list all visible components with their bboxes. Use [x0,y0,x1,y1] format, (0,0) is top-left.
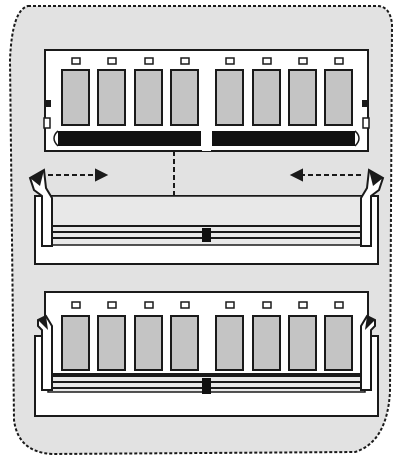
top-chip-pad-8 [334,57,344,65]
top-chip-7 [288,69,317,126]
top-chip-2 [97,69,126,126]
clip-left-tab [30,170,44,186]
top-chip-pad-4 [180,57,190,65]
arrow-right-clip-head [289,168,303,182]
seated-chip-pad-6 [262,301,272,309]
top-chip-pad-7 [298,57,308,65]
contact-end-left [53,130,59,147]
contact-strip-right [212,131,355,146]
seated-chip-pad-2 [107,301,117,309]
top-chip-5 [215,69,244,126]
slot-key [202,228,211,242]
clip-left-open [28,168,53,247]
top-chip-pad-5 [225,57,235,65]
top-chip-pad-3 [144,57,154,65]
seated-chip-pad-5 [225,301,235,309]
clip-right-locked-tab [365,316,375,330]
seated-chip-6 [252,315,281,371]
seated-chip-pad-3 [144,301,154,309]
key-notch [202,140,211,151]
clip-right-locked [360,314,376,391]
module-pcb-seated [44,291,369,375]
top-chip-6 [252,69,281,126]
top-chip-pad-1 [71,57,81,65]
module-side-notch-left [44,100,51,107]
clip-left-locked [37,314,53,391]
seated-chip-3 [134,315,163,371]
seated-chip-4 [170,315,199,371]
top-chip-8 [324,69,353,126]
arrow-left-clip-head [95,168,109,182]
seated-chip-2 [97,315,126,371]
seated-chip-7 [288,315,317,371]
dimm-slot-open [28,168,385,265]
seated-chip-pad-8 [334,301,344,309]
clip-right-tab [369,170,383,186]
seated-chip-5 [215,315,244,371]
seated-chip-8 [324,315,353,371]
top-chip-4 [170,69,199,126]
contact-end-right [354,130,360,147]
seated-chip-pad-1 [71,301,81,309]
locked-clips [37,314,376,391]
top-chip-1 [61,69,90,126]
top-chip-3 [134,69,163,126]
seated-chip-1 [61,315,90,371]
top-chip-pad-6 [262,57,272,65]
module-side-notch-right [362,100,369,107]
slot-key-2 [202,378,211,394]
memory-chips-seated [61,301,353,371]
seated-chip-pad-7 [298,301,308,309]
clip-left-locked-tab [38,316,48,330]
module-side-notch-left-2 [43,117,51,129]
memory-chips-top [61,57,353,126]
memory-module-top [43,49,370,152]
clip-right-open [360,168,385,247]
seated-chip-pad-4 [180,301,190,309]
top-chip-pad-2 [107,57,117,65]
module-side-notch-right-2 [362,117,370,129]
contact-strip-left [58,131,201,146]
